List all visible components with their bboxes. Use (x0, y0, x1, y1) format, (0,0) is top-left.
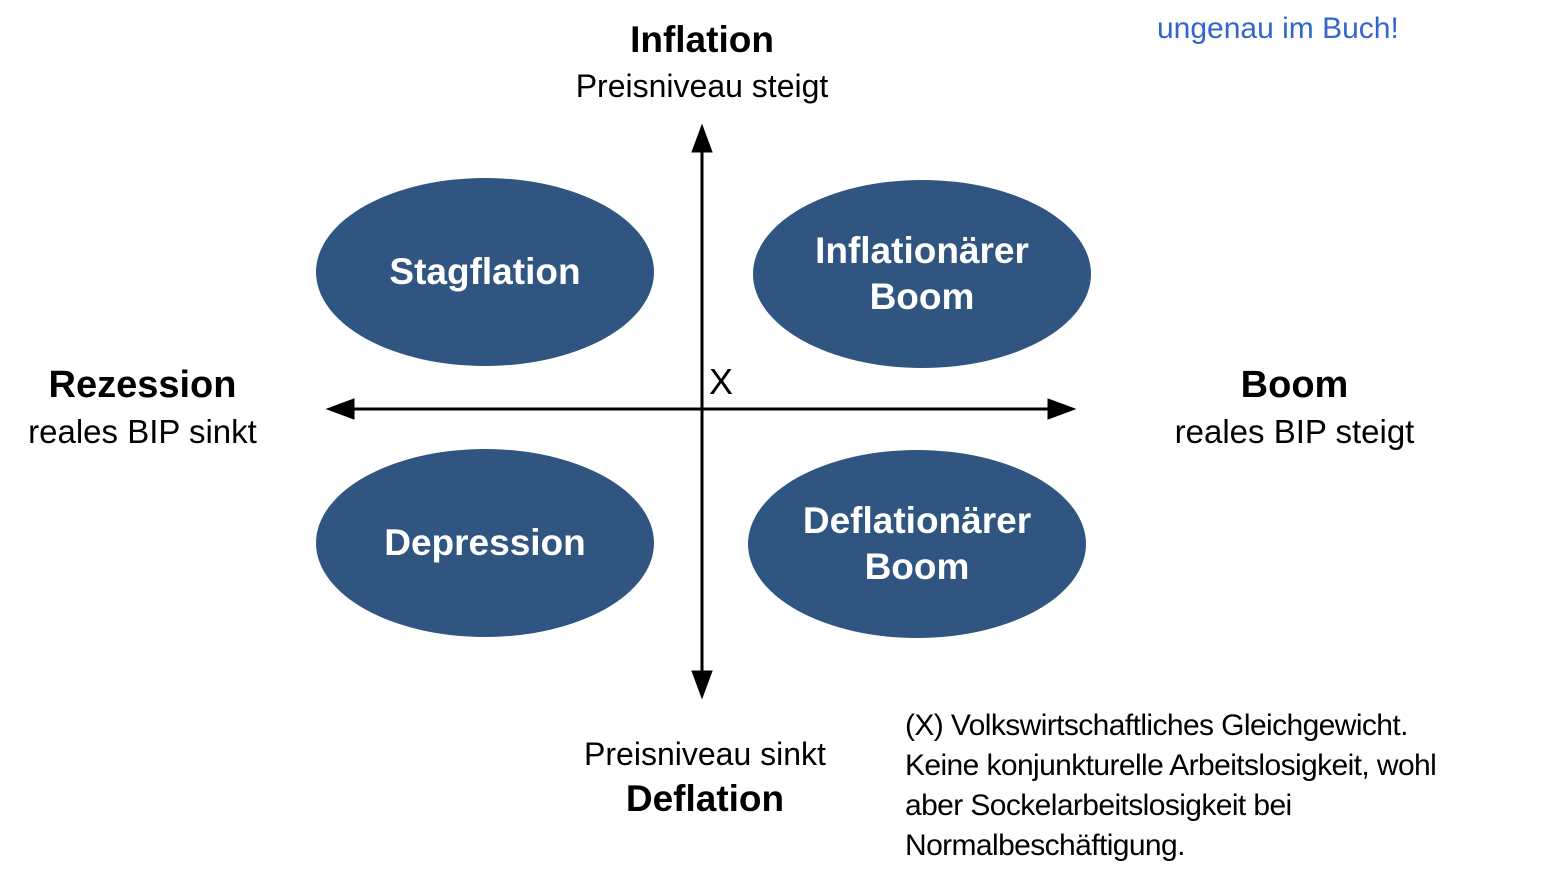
origin-marker-label: X (709, 361, 734, 402)
ellipse-label-line: Deflationärer (802, 500, 1032, 542)
vertical-axis (691, 123, 713, 700)
axis-label-left: Rezession reales BIP sinkt (0, 360, 290, 454)
axis-subtitle-gdp-falls: reales BIP sinkt (28, 413, 257, 451)
arrowhead-right-icon (1047, 398, 1077, 420)
axis-label-right: Boom reales BIP steigt (1122, 360, 1467, 454)
ellipse-label-line: Depression (384, 522, 586, 564)
arrowhead-up-icon (691, 123, 713, 153)
axis-subtitle-price-falls: Preisniveau sinkt (584, 736, 826, 772)
quadrant-ellipse-depression: Depression (316, 449, 654, 637)
axis-title-inflation: Inflation (630, 19, 774, 60)
ellipse-label-line: Boom (864, 546, 970, 587)
axis-label-bottom: Preisniveau sinkt Deflation (455, 733, 955, 824)
ellipse-label-line: Stagflation (389, 251, 581, 293)
arrowhead-down-icon (691, 670, 713, 700)
axis-title-rezession: Rezession (48, 364, 237, 406)
axis-title-boom: Boom (1240, 364, 1349, 406)
axis-label-top: Inflation Preisniveau steigt (452, 16, 952, 107)
quadrant-ellipse-stagflation: Stagflation (316, 178, 654, 366)
quadrant-ellipse-inflationaerer-boom: Inflationärer Boom (753, 180, 1091, 368)
annotation-note: ungenau im Buch! (1157, 12, 1399, 45)
ellipse-label-line: Inflationärer (815, 230, 1029, 272)
footnote-text: (X) Volkswirtschaftliches Gleichgewicht.… (905, 709, 1437, 862)
axis-subtitle-gdp-rises: reales BIP steigt (1174, 413, 1415, 451)
horizontal-axis (325, 398, 1077, 420)
quadrant-ellipse-deflationaerer-boom: Deflationärer Boom (748, 450, 1086, 638)
arrowhead-left-icon (325, 398, 355, 420)
ellipse-label-line: Boom (869, 276, 975, 317)
axis-title-deflation: Deflation (625, 778, 785, 820)
axis-subtitle-price-rises: Preisniveau steigt (575, 67, 829, 104)
